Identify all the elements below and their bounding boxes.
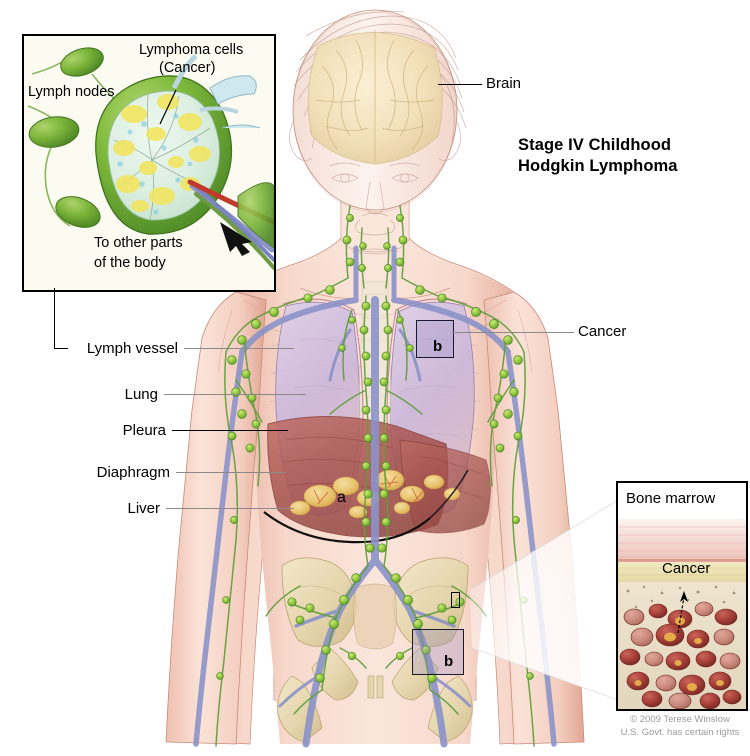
diaphragm-label: Diaphragm bbox=[96, 464, 170, 481]
lymphoma-cell-cluster bbox=[113, 94, 211, 212]
lymph-vessel-leader-line bbox=[184, 348, 294, 349]
copyright-line1: © 2009 Terese Winslow bbox=[630, 714, 730, 725]
copyright-line2: U.S. Govt. has certain rights bbox=[620, 726, 740, 738]
liver-leader-line bbox=[166, 508, 294, 509]
to-other-parts-label-line1: To other parts bbox=[94, 235, 183, 251]
lymphatic-vessels bbox=[215, 205, 535, 747]
page-title: Stage IV Childhood Hodgkin Lymphoma bbox=[518, 135, 678, 176]
bone-marrow-diagram bbox=[618, 483, 746, 709]
lymph-node-detail-inset: Lymphoma cells (Cancer) Lymph nodes To o… bbox=[22, 34, 276, 292]
small-lymph-node bbox=[55, 196, 101, 228]
lymph-vessel-connector-elbow bbox=[54, 348, 68, 350]
pelvis-marker-letter-b: b bbox=[444, 653, 454, 670]
liver-label: Liver bbox=[127, 500, 160, 517]
pleura-leader-line bbox=[172, 430, 288, 432]
marrow-cancer-arrowhead bbox=[680, 591, 688, 602]
lymph-nodes bbox=[216, 214, 534, 683]
flow-arrow-icon bbox=[220, 222, 252, 256]
lymphoma-cells-label-line1: Lymphoma cells bbox=[139, 42, 244, 58]
page-title-line2: Hodgkin Lymphoma bbox=[518, 156, 678, 175]
pelvic-lymph-marker-box bbox=[412, 629, 464, 675]
lymph-node-diagram bbox=[24, 36, 274, 290]
brain-organ bbox=[307, 30, 443, 165]
copyright-notice: © 2009 Terese Winslow U.S. Govt. has cer… bbox=[612, 714, 748, 740]
pleura-label: Pleura bbox=[122, 422, 166, 439]
lymph-vessel-connector-vertical bbox=[54, 288, 56, 348]
diaphragm-line bbox=[263, 511, 431, 544]
marrow-cells bbox=[619, 601, 742, 709]
chest-marker-letter-b: b bbox=[433, 338, 443, 355]
small-lymph-node bbox=[28, 116, 80, 148]
bone-marrow-detail-inset: Bone marrow Cancer bbox=[616, 481, 748, 711]
chest-cancer-marker-box bbox=[416, 320, 454, 358]
lymph-vessel-label: Lymph vessel bbox=[86, 340, 178, 357]
lung-leader-line bbox=[164, 394, 306, 395]
lymph-nodes-label: Lymph nodes bbox=[28, 84, 115, 100]
cancer-label: Cancer bbox=[578, 323, 627, 340]
diaphragm-leader-line bbox=[176, 472, 286, 473]
cancer-leader-line bbox=[452, 332, 574, 333]
bone-marrow-callout-cone bbox=[470, 500, 618, 700]
brain-leader-line bbox=[438, 84, 482, 86]
to-other-parts-label-line2: of the body bbox=[94, 255, 166, 271]
head bbox=[289, 9, 467, 253]
lung-label: Lung bbox=[124, 386, 158, 403]
page-title-line1: Stage IV Childhood bbox=[518, 136, 672, 154]
bone-marrow-inset-title: Bone marrow bbox=[626, 490, 716, 507]
pelvis-bone-marker-rect bbox=[451, 592, 460, 608]
liver-marker-letter-a: a bbox=[337, 489, 346, 506]
bone-marrow-cancer-label: Cancer bbox=[662, 560, 711, 577]
brain-label: Brain bbox=[486, 75, 522, 92]
lymphoma-cells-leader bbox=[159, 89, 177, 125]
small-lymph-node bbox=[60, 47, 104, 77]
marrow-cancer-leader bbox=[677, 596, 685, 634]
lymphoma-cells-label-line2: (Cancer) bbox=[159, 60, 216, 76]
